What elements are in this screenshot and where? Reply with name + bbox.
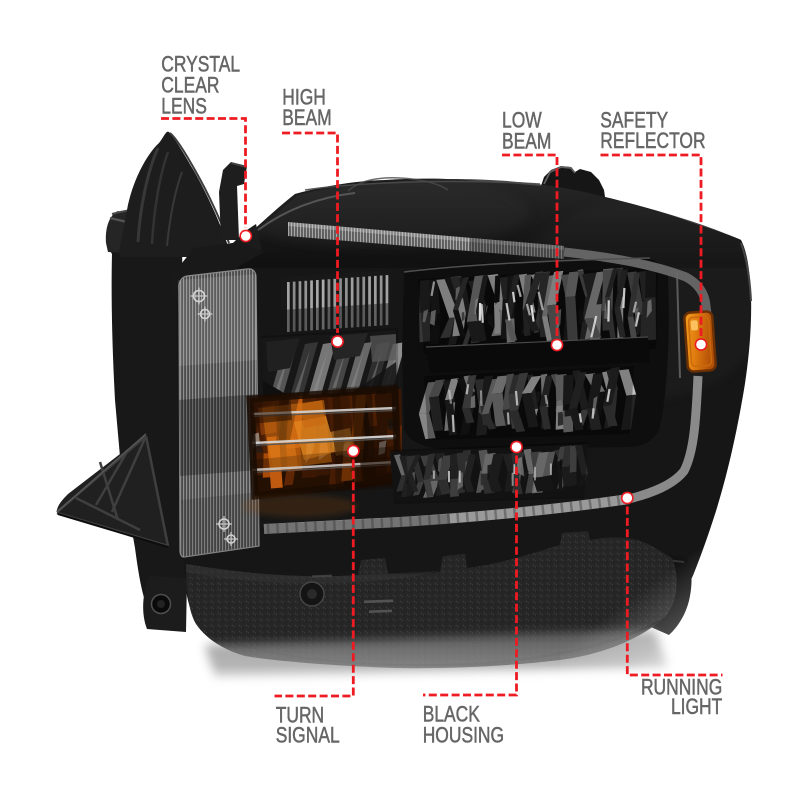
svg-text:CRYSTAL: CRYSTAL: [161, 53, 240, 77]
svg-text:HIGH: HIGH: [282, 86, 326, 110]
svg-text:LOW: LOW: [502, 109, 542, 133]
svg-text:BLACK: BLACK: [423, 703, 480, 727]
svg-text:CLEAR: CLEAR: [161, 74, 219, 98]
svg-text:SIGNAL: SIGNAL: [276, 724, 340, 748]
svg-text:SAFETY: SAFETY: [600, 109, 668, 133]
svg-text:BEAM: BEAM: [282, 106, 331, 130]
svg-text:REFLECTOR: REFLECTOR: [600, 129, 705, 153]
svg-text:TURN: TURN: [276, 704, 324, 728]
svg-text:BEAM: BEAM: [502, 130, 551, 154]
svg-text:LENS: LENS: [161, 95, 207, 119]
svg-text:LIGHT: LIGHT: [671, 695, 722, 719]
svg-text:HOUSING: HOUSING: [423, 724, 504, 748]
svg-text:RUNNING: RUNNING: [641, 676, 722, 700]
